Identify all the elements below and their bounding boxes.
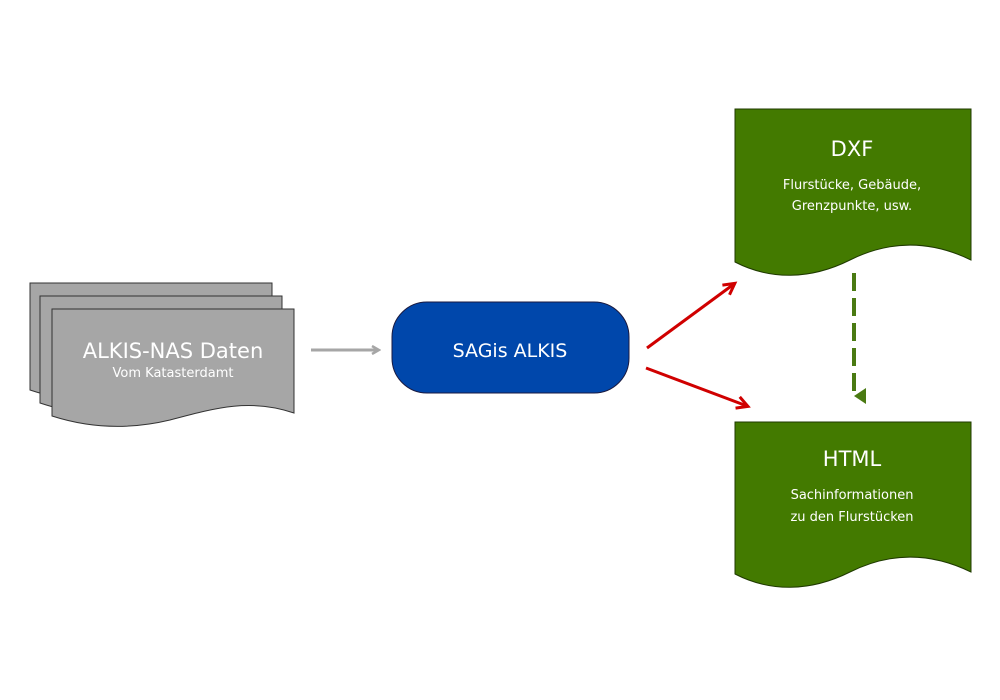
source-document-stack: ALKIS-NAS Daten Vom Katasterdamt: [29, 282, 295, 427]
dxf-title: DXF: [831, 137, 874, 161]
arrow-processor-to-dxf: [646, 284, 734, 350]
source-title: ALKIS-NAS Daten: [83, 339, 264, 363]
output-html-document: HTML Sachinformationen zu den Flurstücke…: [734, 421, 972, 588]
dxf-line-1: Flurstücke, Gebäude,: [783, 178, 921, 193]
html-line-2: zu den Flurstücken: [790, 510, 913, 525]
processor-node: SAGis ALKIS: [391, 301, 630, 394]
source-doc-front: [51, 308, 295, 427]
processor-label: SAGis ALKIS: [453, 340, 568, 362]
arrow-processor-to-html: [645, 366, 747, 406]
dxf-line-2: Grenzpunkte, usw.: [792, 199, 912, 214]
source-subtitle: Vom Katasterdamt: [113, 366, 234, 381]
html-title: HTML: [823, 447, 882, 471]
output-dxf-document: DXF Flurstücke, Gebäude, Grenzpunkte, us…: [734, 108, 972, 276]
html-line-1: Sachinformationen: [791, 488, 914, 503]
